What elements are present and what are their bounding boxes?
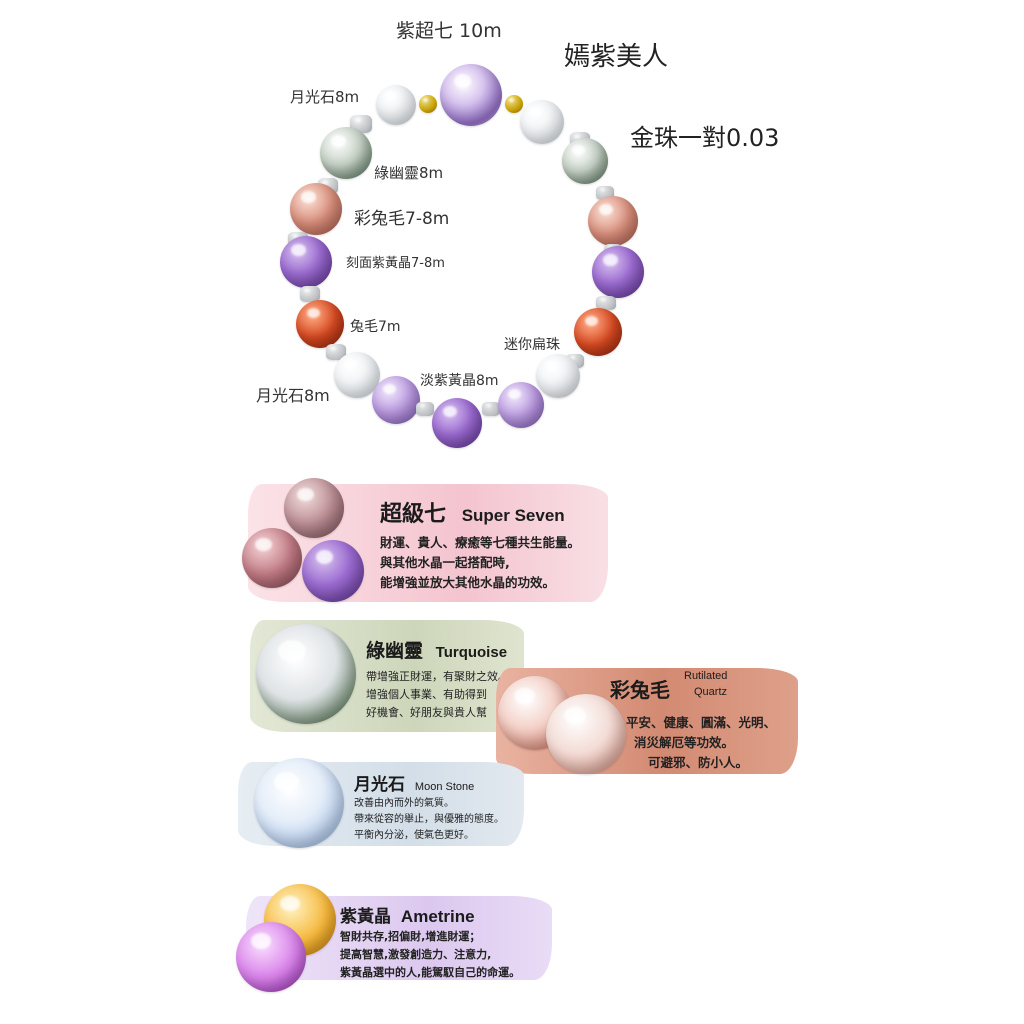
gold-bead-left bbox=[419, 95, 437, 113]
card-title-zh: 月光石 bbox=[354, 775, 405, 795]
card-line: 能增強並放大其他水晶的功效。 bbox=[380, 575, 556, 590]
moonstone-bead bbox=[520, 100, 564, 144]
mini-flat-bead bbox=[300, 286, 320, 302]
label-moonstone-top: 月光石8m bbox=[290, 88, 360, 106]
moonstone-stone-icon bbox=[254, 758, 344, 848]
ametrine-bead bbox=[592, 246, 644, 298]
card-line: 增強個人事業、有助得到 bbox=[366, 688, 487, 701]
moonstone-bead bbox=[536, 354, 580, 398]
card-title: 月光石 Moon Stone bbox=[354, 770, 474, 795]
ametrine-bead bbox=[280, 236, 332, 288]
card-title-en: Turquoise bbox=[435, 644, 508, 661]
mini-flat-bead bbox=[416, 402, 434, 416]
card-line: 智財共存,招偏財,增進財運； bbox=[340, 930, 481, 943]
rutilated-bead bbox=[588, 196, 638, 246]
moonstone-bead bbox=[376, 85, 416, 125]
card-line: 消災解厄等功效。 bbox=[634, 735, 735, 750]
label-green-phantom: 綠幽靈8m bbox=[374, 164, 444, 182]
rutilated-bead bbox=[290, 183, 342, 235]
card-title-en-2: Quartz bbox=[694, 686, 728, 698]
card-title-en: Ametrine bbox=[400, 907, 475, 926]
card-line: 帶增強正財運，有聚財之效。 bbox=[366, 670, 509, 683]
label-rutile: 彩兔毛7-8m bbox=[354, 209, 450, 229]
mini-flat-bead bbox=[596, 296, 616, 310]
card-line: 好機會、好朋友與貴人幫 bbox=[366, 706, 487, 719]
super-seven-stone-icon bbox=[284, 478, 344, 538]
card-title-zh: 超級七 bbox=[380, 502, 447, 527]
label-moonstone-bottom: 月光石8m bbox=[256, 386, 330, 405]
card-line: 帶來從容的舉止，與優雅的態度。 bbox=[354, 814, 504, 825]
card-line: 平安、健康、圓滿、光明、 bbox=[626, 715, 777, 730]
rutilated-stone-icon bbox=[546, 694, 626, 774]
card-line: 提高智慧,激發創造力、注意力, bbox=[340, 948, 492, 961]
mini-flat-bead bbox=[326, 344, 346, 360]
rabbit-hair-bead bbox=[574, 308, 622, 356]
super-seven-stone-icon bbox=[242, 528, 302, 588]
card-title-zh: 綠幽靈 bbox=[366, 640, 424, 662]
card-title-en: Super Seven bbox=[461, 506, 565, 525]
green-phantom-bead bbox=[562, 138, 608, 184]
super-seven-bead bbox=[440, 64, 502, 126]
gold-bead-right bbox=[505, 95, 523, 113]
card-line: 可避邪、防小人。 bbox=[648, 755, 749, 770]
green-phantom-stone-icon bbox=[256, 624, 356, 724]
label-gold-pair: 金珠一對0.03 bbox=[630, 124, 780, 152]
label-faceted-ametrine: 刻面紫黃晶7-8m bbox=[346, 256, 445, 271]
moonstone-bead bbox=[334, 352, 380, 398]
light-ametrine-bead bbox=[498, 382, 544, 428]
card-line: 紫黃晶選中的人,能駕馭自己的命運。 bbox=[340, 966, 521, 979]
page-title: 嫣紫美人 bbox=[564, 42, 669, 72]
card-title: 綠幽靈 Turquoise bbox=[366, 636, 507, 663]
card-title-en-1: Rutilated bbox=[684, 670, 728, 682]
light-ametrine-bead bbox=[432, 398, 482, 448]
super-seven-stone-icon bbox=[302, 540, 364, 602]
label-mini-flat: 迷你扁珠 bbox=[504, 337, 560, 353]
card-title: 超級七 Super Seven bbox=[380, 496, 565, 528]
rabbit-hair-bead bbox=[296, 300, 344, 348]
card-title: 紫黃晶 Ametrine bbox=[340, 902, 475, 927]
label-rabbit: 兔毛7m bbox=[350, 319, 401, 335]
card-line: 改善由內而外的氣質。 bbox=[354, 798, 454, 809]
card-line: 與其他水晶一起搭配時, bbox=[380, 555, 510, 570]
card-title-zh: 紫黃晶 bbox=[340, 907, 391, 927]
card-line: 財運、貴人、療癒等七種共生能量。 bbox=[380, 535, 581, 550]
label-super-seven: 紫超七 10m bbox=[396, 20, 502, 42]
card-title-en: Moon Stone bbox=[414, 781, 475, 793]
light-ametrine-bead bbox=[372, 376, 420, 424]
card-line: 平衡內分泌，使氣色更好。 bbox=[354, 830, 474, 841]
mini-flat-bead bbox=[482, 402, 500, 416]
label-light-ametrine: 淡紫黃晶8m bbox=[420, 373, 499, 389]
green-phantom-bead bbox=[320, 127, 372, 179]
card-title-zh: 彩兔毛 bbox=[610, 678, 670, 702]
amethyst-stone-icon bbox=[236, 922, 306, 992]
